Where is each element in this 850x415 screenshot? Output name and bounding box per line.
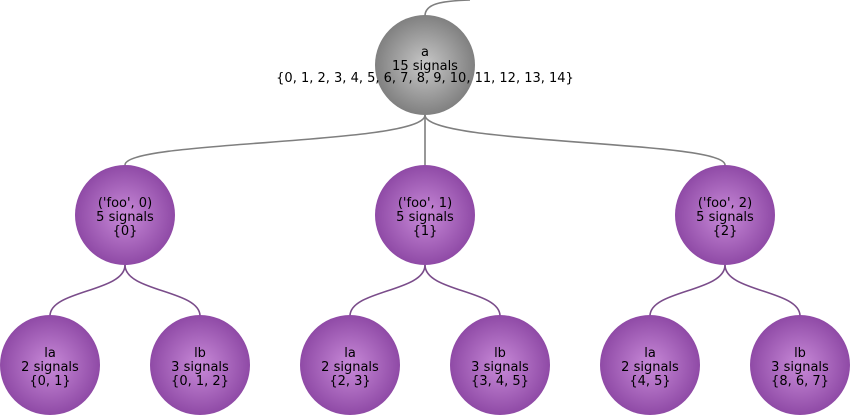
node-foo-2-circle (675, 165, 775, 265)
edge-foo-2-la (649, 264, 726, 317)
node-foo-0-name: ('foo', 0) (98, 196, 152, 211)
node-foo-0-lb-count: 3 signals (171, 360, 229, 375)
node-foo-1-lb-name: lb (494, 346, 506, 361)
node-foo-2-name: ('foo', 2) (698, 196, 752, 211)
node-foo-0-lb-signals: {0, 1, 2} (171, 374, 229, 389)
node-foo-1-lb-count: 3 signals (471, 360, 529, 375)
node-foo-0-la-signals: {0, 1} (29, 374, 70, 389)
node-root-circle (375, 15, 475, 115)
node-foo-2-lb: lb 3 signals {8, 6, 7} (750, 315, 850, 415)
node-root-signals: {0, 1, 2, 3, 4, 5, 6, 7, 8, 9, 10, 11, 1… (276, 71, 574, 86)
node-foo-1-signals: {1} (413, 224, 438, 239)
edge-foo-1-lb (424, 264, 501, 317)
edge-foo-0-lb (124, 264, 201, 317)
node-foo-1-circle (375, 165, 475, 265)
node-foo-1-la-name: la (344, 346, 356, 361)
edge-root-foo-2 (424, 114, 726, 166)
node-foo-0-lb-circle (150, 315, 250, 415)
node-foo-1-la-count: 2 signals (321, 360, 379, 375)
node-foo-2: ('foo', 2) 5 signals {2} (675, 165, 775, 265)
node-foo-0-la-name: la (44, 346, 56, 361)
node-foo-0-la-count: 2 signals (21, 360, 79, 375)
nodes-layer: a 15 signals {0, 1, 2, 3, 4, 5, 6, 7, 8,… (0, 15, 850, 415)
node-foo-0-la: la 2 signals {0, 1} (0, 315, 100, 415)
node-foo-1-lb-signals: {3, 4, 5} (471, 374, 529, 389)
node-foo-2-lb-count: 3 signals (771, 360, 829, 375)
node-foo-2-la-signals: {4, 5} (629, 374, 670, 389)
node-foo-0: ('foo', 0) 5 signals {0} (75, 165, 175, 265)
edge-root-foo-0 (124, 114, 426, 166)
node-root-name: a (421, 45, 429, 60)
node-foo-0-signals: {0} (113, 224, 138, 239)
node-foo-0-circle (75, 165, 175, 265)
node-root: a 15 signals {0, 1, 2, 3, 4, 5, 6, 7, 8,… (276, 15, 574, 115)
node-foo-1-la: la 2 signals {2, 3} (300, 315, 400, 415)
node-foo-1-lb: lb 3 signals {3, 4, 5} (450, 315, 550, 415)
node-root-count: 15 signals (392, 59, 458, 74)
node-foo-2-lb-name: lb (794, 346, 806, 361)
node-foo-2-count: 5 signals (696, 210, 754, 225)
node-foo-1-lb-circle (450, 315, 550, 415)
node-foo-2-signals: {2} (713, 224, 738, 239)
node-foo-1-name: ('foo', 1) (398, 196, 452, 211)
node-foo-0-count: 5 signals (96, 210, 154, 225)
node-foo-1-la-signals: {2, 3} (329, 374, 370, 389)
node-foo-2-lb-circle (750, 315, 850, 415)
node-foo-0-lb: lb 3 signals {0, 1, 2} (150, 315, 250, 415)
node-foo-0-lb-name: lb (194, 346, 206, 361)
edge-incoming-root (424, 0, 471, 17)
edges-layer (49, 0, 801, 317)
edge-foo-1-la (349, 264, 426, 317)
node-foo-1: ('foo', 1) 5 signals {1} (375, 165, 475, 265)
node-foo-1-count: 5 signals (396, 210, 454, 225)
node-foo-2-la-circle (600, 315, 700, 415)
node-foo-0-la-circle (0, 315, 100, 415)
edge-foo-0-la (49, 264, 126, 317)
node-foo-2-la: la 2 signals {4, 5} (600, 315, 700, 415)
node-foo-2-la-name: la (644, 346, 656, 361)
node-foo-2-lb-signals: {8, 6, 7} (771, 374, 829, 389)
edge-foo-2-lb (724, 264, 801, 317)
node-foo-2-la-count: 2 signals (621, 360, 679, 375)
node-foo-1-la-circle (300, 315, 400, 415)
